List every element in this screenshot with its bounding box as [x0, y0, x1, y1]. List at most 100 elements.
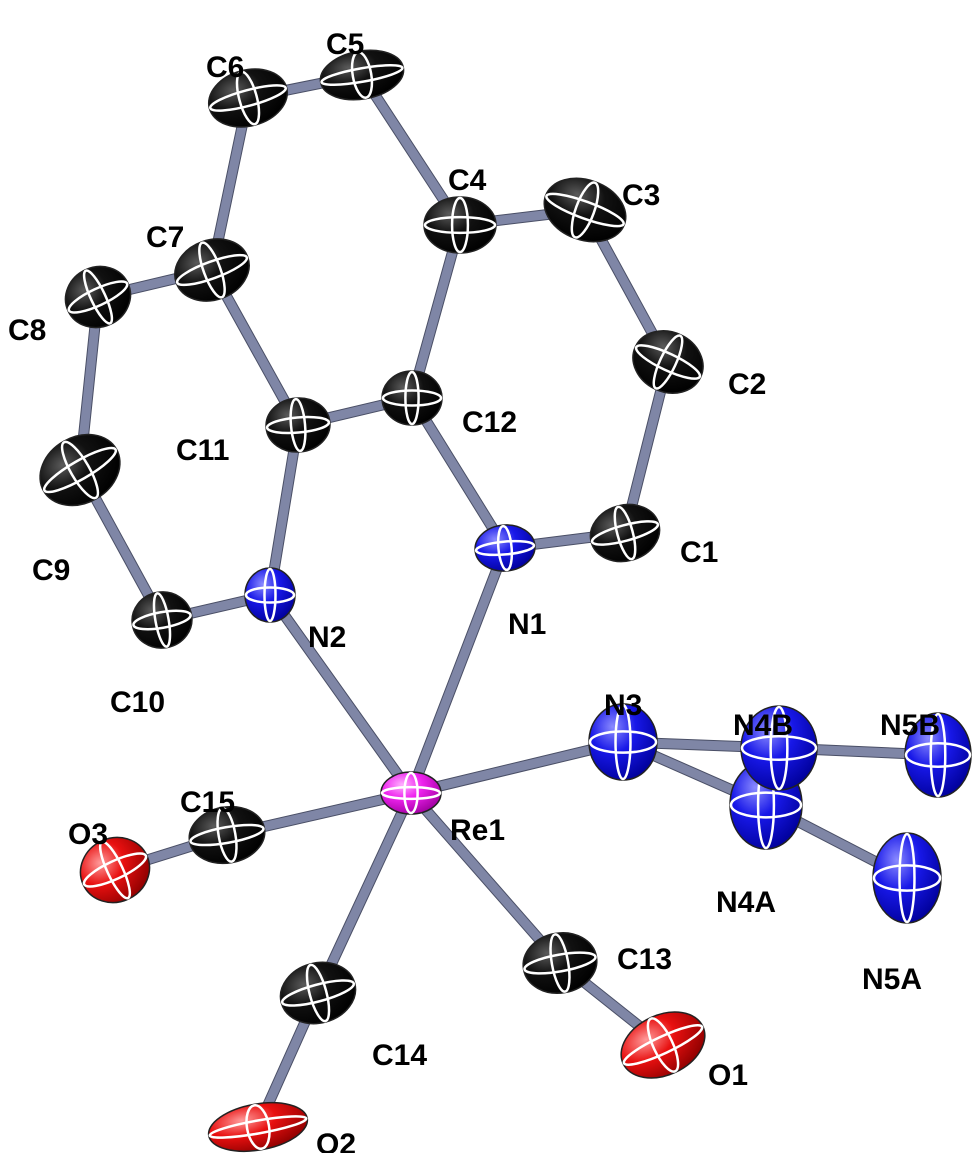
atom-label-n2: N2	[308, 621, 346, 654]
ellipsoid-ring	[588, 730, 658, 754]
ellipsoid-ring	[98, 840, 132, 900]
atom-label-c12: C12	[462, 406, 517, 439]
ellipsoid-ring	[42, 446, 118, 494]
ellipsoid-ring	[622, 1024, 704, 1066]
ellipsoid-ring	[652, 334, 684, 390]
atom-label-c5: C5	[326, 28, 364, 61]
atom-o3	[79, 836, 151, 904]
atom-ellipsoid-c3	[543, 177, 627, 243]
atom-label-o2: O2	[316, 1128, 356, 1153]
atom-label-c7: C7	[146, 221, 184, 254]
ellipsoid-ring	[496, 524, 514, 572]
atom-label-c3: C3	[622, 179, 660, 212]
atom-label-c1: C1	[680, 536, 718, 569]
ellipsoid-ring	[82, 852, 148, 888]
bond-layer	[74, 69, 944, 1133]
atom-ellipsoid-n5a	[872, 832, 942, 924]
atom-ellipsoid-n2	[244, 567, 296, 623]
ellipsoid-ring	[904, 741, 972, 769]
ellipsoid-ring	[82, 269, 114, 325]
atom-label-n4a: N4A	[716, 886, 776, 919]
atom-c10	[131, 591, 193, 649]
atom-label-n4b: N4B	[733, 709, 793, 742]
atom-ellipsoid-c2	[632, 330, 704, 394]
ellipsoid-ring	[474, 539, 536, 557]
ellipsoid-ring	[523, 951, 597, 975]
ellipsoid-ring	[380, 785, 442, 801]
ellipsoid-ring	[404, 370, 420, 426]
atom-n4b	[740, 705, 818, 791]
bond-re1-c14	[313, 788, 416, 998]
ellipsoid-ring	[189, 823, 265, 847]
atom-c9	[39, 433, 121, 507]
atom-c3	[543, 177, 627, 243]
atom-n2	[244, 567, 296, 623]
ellipsoid-ring	[570, 181, 600, 239]
ellipsoid-ring	[209, 84, 287, 112]
atom-c7	[174, 238, 250, 302]
ellipsoid-ring	[898, 832, 916, 924]
atom-label-c6: C6	[206, 51, 244, 84]
atom-label-n5b: N5B	[880, 709, 940, 742]
ellipsoid-ring	[67, 280, 129, 314]
atom-label-c4: C4	[448, 164, 487, 197]
ellipsoid-ring	[305, 963, 331, 1023]
ellipsoid-ring	[60, 440, 100, 500]
atom-ellipsoid-c11	[265, 397, 331, 453]
atom-label-n5a: N5A	[862, 963, 922, 996]
atom-n3	[588, 703, 658, 781]
ellipsoid-ring	[244, 586, 296, 604]
ellipsoid-ring	[265, 415, 331, 435]
atom-c2	[632, 330, 704, 394]
atom-c14	[279, 961, 357, 1025]
atom-label-o1: O1	[708, 1059, 748, 1092]
atom-label-n1: N1	[508, 608, 546, 641]
atom-label-c10: C10	[110, 686, 165, 719]
atom-ellipsoid-c4	[423, 196, 497, 254]
ellipsoid-ring	[929, 712, 947, 798]
ellipsoid-ring	[450, 196, 470, 254]
ellipsoid-ring	[263, 567, 277, 623]
atom-label-c15: C15	[180, 786, 235, 819]
atom-n1	[474, 524, 536, 572]
ellipsoid-ring	[403, 771, 419, 815]
ellipsoid-ring	[613, 505, 637, 561]
bond-n1-re1	[406, 543, 510, 798]
ellipsoid-ring	[423, 215, 497, 235]
atom-c4	[423, 196, 497, 254]
ellipsoid-ring	[545, 192, 625, 228]
atom-ellipsoid-n1	[474, 524, 536, 572]
ellipsoid-ring	[198, 241, 226, 299]
ellipsoid-ring	[216, 807, 238, 863]
ellipsoid-ring	[175, 253, 249, 287]
atom-label-c8: C8	[8, 314, 46, 347]
atom-c8	[64, 265, 132, 329]
atom-n5a	[872, 832, 942, 924]
atom-c15	[188, 805, 266, 865]
atom-label-c14: C14	[372, 1039, 427, 1072]
ellipsoid-ring	[740, 734, 818, 762]
ellipsoid-ring	[289, 397, 307, 453]
atom-n5b	[904, 712, 972, 798]
bond-c4-c12	[407, 220, 465, 403]
ellipsoid-ring	[549, 933, 571, 993]
ellipsoid-ring	[646, 1017, 680, 1073]
atom-re1	[380, 771, 442, 815]
atom-label-c2: C2	[728, 368, 766, 401]
atom-c5	[319, 49, 405, 101]
atom-ellipsoid-c8	[64, 265, 132, 329]
bond-n2-c11	[265, 420, 303, 600]
atom-o1	[620, 1011, 706, 1079]
atom-c11	[265, 397, 331, 453]
ellipsoid-ring	[320, 64, 404, 86]
atom-ellipsoid-c12	[381, 370, 443, 426]
atom-label-re1: Re1	[450, 814, 505, 847]
bond-re1-c13	[406, 788, 565, 968]
atom-c6	[207, 68, 289, 128]
ellipsoid-ring	[769, 705, 789, 791]
ellipsoid-ring	[208, 1115, 308, 1139]
atom-ellipsoid-c1	[589, 503, 661, 563]
atom-c1	[589, 503, 661, 563]
